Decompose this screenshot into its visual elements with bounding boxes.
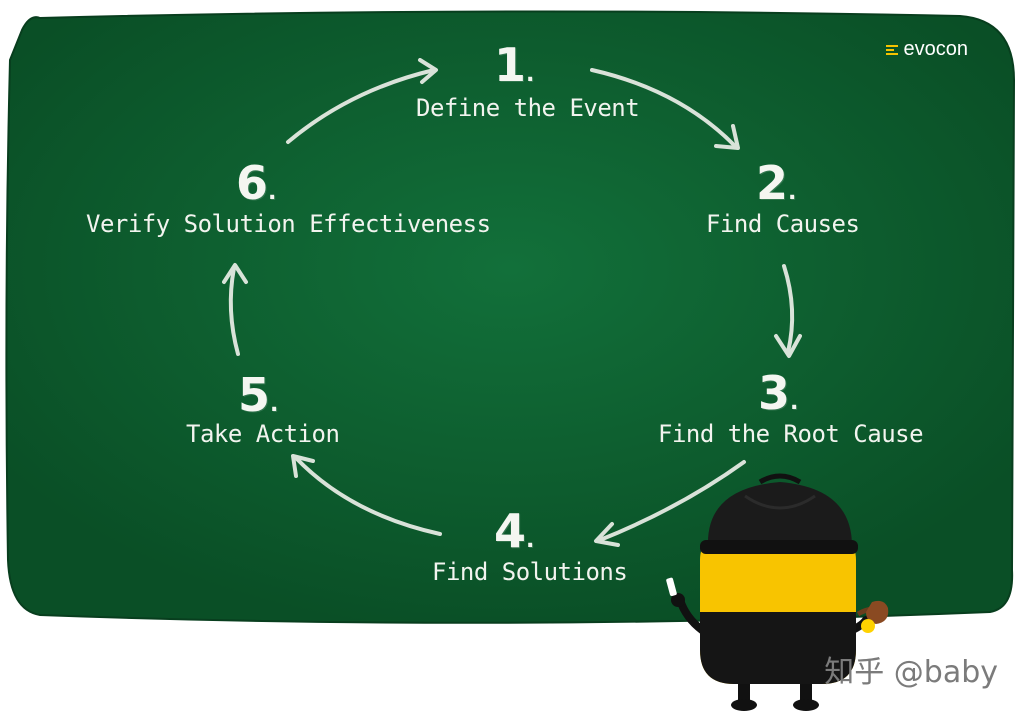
- arrow-1-to-2: [590, 68, 737, 148]
- step-5-number: 5.: [238, 368, 279, 422]
- arrow-6-to-1: [286, 68, 436, 144]
- step-1-label: Define the Event: [416, 94, 640, 122]
- brand-logo: evocon: [885, 38, 969, 61]
- step-6-number: 6.: [236, 156, 277, 210]
- step-4-number: 4.: [494, 504, 535, 558]
- arrow-3-to-4: [598, 460, 746, 542]
- step-2-number: 2.: [756, 156, 797, 210]
- arrow-2-to-3: [782, 264, 795, 354]
- arrow-3-to-4-head: [594, 522, 620, 547]
- step-3-label: Find the Root Cause: [658, 420, 924, 448]
- step-2-label: Find Causes: [706, 210, 860, 238]
- brand-name: evocon: [903, 38, 969, 60]
- arrow-2-to-3-head: [774, 334, 802, 358]
- step-6-label: Verify Solution Effectiveness: [86, 210, 491, 238]
- step-1-number: 1.: [494, 38, 535, 92]
- step-3-number: 3.: [758, 366, 799, 420]
- arrow-4-to-5: [294, 456, 442, 536]
- arrow-5-to-6: [228, 266, 240, 356]
- step-5-label: Take Action: [186, 420, 340, 448]
- detective-mascot: [666, 473, 889, 711]
- brand-logo-icon: [885, 44, 898, 55]
- step-4-label: Find Solutions: [432, 558, 628, 586]
- arrow-4-to-5-head: [291, 454, 315, 478]
- watermark: 知乎 @baby: [824, 655, 998, 690]
- arrow-6-to-1-head: [418, 58, 438, 84]
- arrow-1-to-2-head: [714, 124, 740, 150]
- arrow-5-to-6-head: [222, 263, 248, 284]
